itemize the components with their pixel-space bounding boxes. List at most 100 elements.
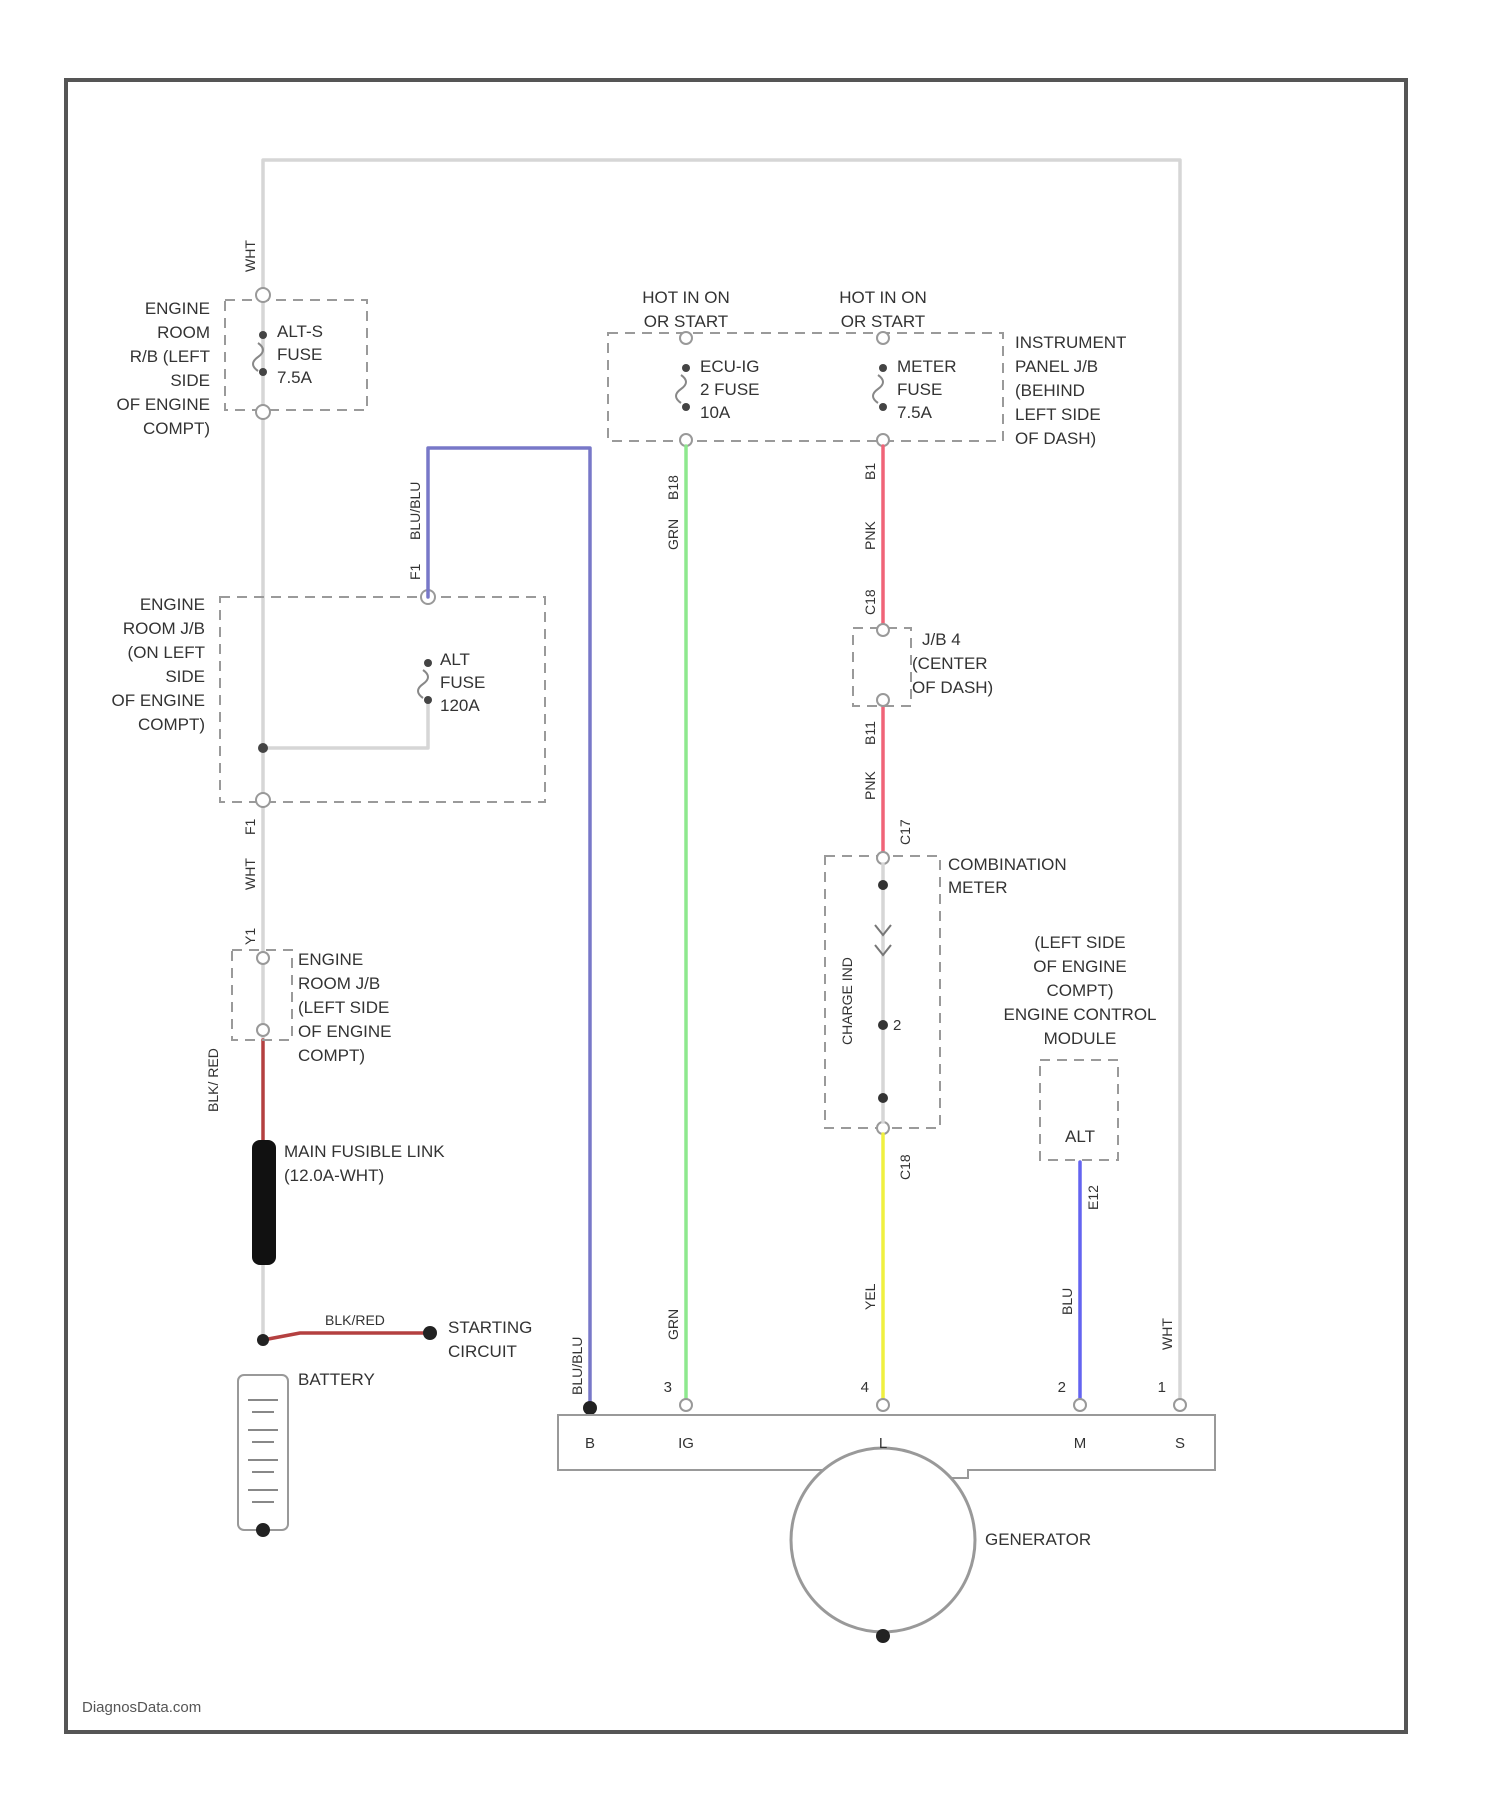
wire-label-connector-b1: B1 [862, 463, 878, 480]
combination-meter-label-1: METER [948, 878, 1008, 897]
jb2-label-1: ROOM J/B [298, 974, 380, 993]
generator-b-dot [583, 1401, 597, 1415]
gen-term-ig [680, 1399, 692, 1411]
alts-fuse-dot-2 [259, 368, 267, 376]
alts-fuse-label-1: FUSE [277, 345, 322, 364]
alts-fuse-location-line-2: R/B (LEFT [130, 347, 210, 366]
wire-alt-fuse-internal [263, 700, 428, 748]
alt-fuse-location-line-3: SIDE [165, 667, 205, 686]
gen-pin-num-s: 1 [1158, 1379, 1166, 1396]
ecm-location-label-2: COMPT) [1046, 981, 1113, 1000]
wire-label-connector-c18-yel: C18 [897, 1154, 913, 1180]
alts-fuse-term-top [256, 288, 270, 302]
generator-ground-dot [876, 1629, 890, 1643]
hot-meter-label-1: OR START [841, 312, 925, 331]
starting-circuit-label-0: STARTING [448, 1318, 532, 1337]
meter-fuse-label-0: METER [897, 357, 957, 376]
ecm-location-label-0: (LEFT SIDE [1034, 933, 1125, 952]
starting-circuit-label-1: CIRCUIT [448, 1342, 517, 1361]
ecm-pin-label: ALT [1065, 1127, 1095, 1146]
gen-pin-num-l: 4 [861, 1379, 869, 1396]
ip-jb-label-3: LEFT SIDE [1015, 405, 1101, 424]
gen-pin-num-ig: 3 [664, 1379, 672, 1396]
meter-term-bottom [877, 1122, 889, 1134]
meter-dot-3 [878, 1093, 888, 1103]
wire-label-connector-f1-wht: F1 [242, 818, 258, 835]
wire-label-blu-blu-bottom: BLU/BLU [569, 1337, 585, 1395]
gen-term-m [1074, 1399, 1086, 1411]
ecu-fuse-dot-1 [682, 364, 690, 372]
gen-pin-s: S [1175, 1435, 1185, 1452]
meter-fuse-label-1: FUSE [897, 380, 942, 399]
starting-circuit-dot [423, 1326, 437, 1340]
main-fusible-link-label-0: MAIN FUSIBLE LINK [284, 1142, 445, 1161]
wire-label-wht-right: WHT [1159, 1318, 1175, 1350]
battery-label: BATTERY [298, 1370, 375, 1389]
wire-label-blu-bottom: BLU [1059, 1288, 1075, 1315]
gen-pin-num-m: 2 [1058, 1379, 1066, 1396]
wire-label-blk-red-side: BLK/ RED [205, 1048, 221, 1112]
wire-label-connector-b18: B18 [665, 475, 681, 500]
wire-label-connector-f1-blu: F1 [407, 563, 423, 580]
meter-fuse-label-2: 7.5A [897, 403, 933, 422]
main-fusible-link [252, 1140, 276, 1265]
alt-fuse-box [220, 597, 545, 802]
battery-positive-dot [257, 1334, 269, 1346]
meter-fuse-dot-1 [879, 364, 887, 372]
ecu-fuse-icon [676, 375, 686, 403]
jb4-term-top [877, 624, 889, 636]
alt-fuse-dot-1 [424, 659, 432, 667]
wire-label-connector-y1: Y1 [242, 928, 258, 945]
alts-fuse-location-line-1: ROOM [157, 323, 210, 342]
ecu-fuse-label-0: ECU-IG [700, 357, 760, 376]
combination-meter-label-0: COMBINATION [948, 855, 1067, 874]
wire-label-wht-mid: WHT [242, 858, 258, 890]
meter-term-top [877, 852, 889, 864]
alt-fuse-location-line-0: ENGINE [140, 595, 205, 614]
wire-label-blk-red: BLK/RED [325, 1312, 385, 1328]
alt-fuse-dot-2 [424, 696, 432, 704]
ip-jb-label-1: PANEL J/B [1015, 357, 1098, 376]
alt-fuse-location-line-1: ROOM J/B [123, 619, 205, 638]
jb2-label-0: ENGINE [298, 950, 363, 969]
gen-pin-l: L [879, 1435, 887, 1452]
meter-fuse-dot-2 [879, 403, 887, 411]
wire-label-grn-bottom: GRN [665, 1309, 681, 1340]
ecm-label-1: MODULE [1044, 1029, 1117, 1048]
wire-label-yel-bottom: YEL [862, 1283, 878, 1310]
wire-blk-red-starting [263, 1333, 430, 1340]
wire-label-wht-top: WHT [242, 240, 258, 272]
ecu-fuse-term-top [680, 332, 692, 344]
wire-blu-blu [428, 448, 590, 1408]
alts-fuse-label-2: 7.5A [277, 368, 313, 387]
jb2-label-2: (LEFT SIDE [298, 998, 389, 1017]
alt-fuse-splice [258, 743, 268, 753]
battery-ground-dot [256, 1523, 270, 1537]
alts-fuse-location-line-0: ENGINE [145, 299, 210, 318]
meter-dot-2 [878, 1020, 888, 1030]
generator-circle [791, 1448, 975, 1632]
meter-fuse-icon [873, 375, 883, 403]
ecu-fuse-label-1: 2 FUSE [700, 380, 760, 399]
meter-fuse-term-top [877, 332, 889, 344]
gen-term-s [1174, 1399, 1186, 1411]
main-fusible-link-label-1: (12.0A-WHT) [284, 1166, 384, 1185]
jb2-term-bottom [257, 1024, 269, 1036]
ecu-fuse-dot-2 [682, 403, 690, 411]
meter-internal-pin: 2 [893, 1017, 901, 1034]
alt-fuse-label-0: ALT [440, 650, 470, 669]
alts-fuse-label-0: ALT-S [277, 322, 323, 341]
meter-dot-1 [878, 880, 888, 890]
alt-fuse-label-1: FUSE [440, 673, 485, 692]
jb4-label-0: J/B 4 [922, 630, 961, 649]
alt-fuse-location-line-2: (ON LEFT [128, 643, 205, 662]
jb2-term-top [257, 952, 269, 964]
gen-pin-ig: IG [678, 1435, 694, 1452]
generator-label: GENERATOR [985, 1530, 1091, 1549]
jb2-label-3: OF ENGINE [298, 1022, 392, 1041]
watermark: DiagnosData.com [82, 1699, 201, 1716]
wire-label-grn-top: GRN [665, 519, 681, 550]
wire-label-connector-c17: C17 [897, 819, 913, 845]
alts-fuse-location-line-5: COMPT) [143, 419, 210, 438]
alts-fuse-location-line-4: OF ENGINE [116, 395, 210, 414]
